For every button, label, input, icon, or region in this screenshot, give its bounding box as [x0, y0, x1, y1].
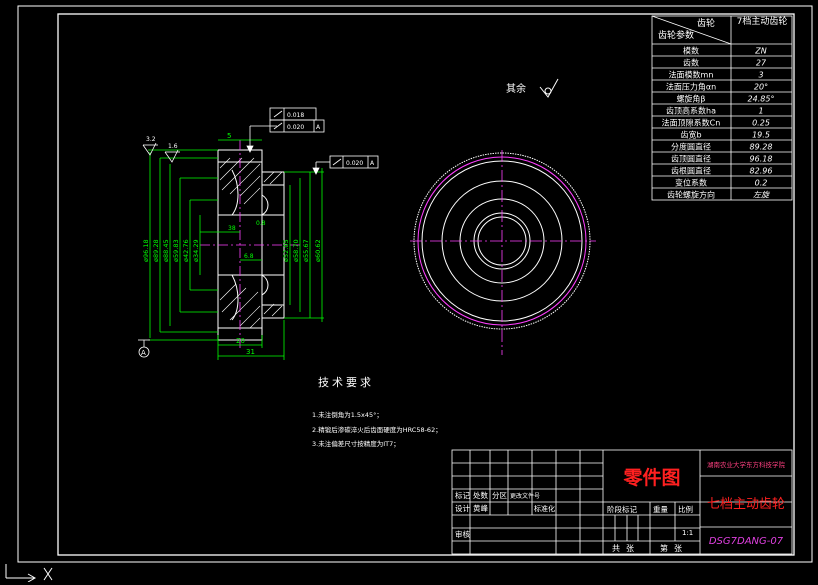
drawing-frame [17, 5, 813, 563]
section-centerline [200, 140, 300, 350]
inner-dim-2: 0.8 [256, 220, 266, 227]
title-block: 零件图 湖南农业大学东方科技学院 七档主动齿轮 DSG7DANG-07 标记 处… [451, 449, 793, 555]
inner-dim-3: 6.8 [244, 253, 254, 260]
param-label: 齿顶圆直径 [671, 154, 711, 164]
zone-label: 分区 [492, 491, 507, 500]
param-label: 齿根圆直径 [671, 166, 711, 176]
diameter-label-left: ø89.28 [152, 239, 160, 262]
tech-item-2: 2.精锻后渗碳淬火后齿面硬度为HRC58-62； [312, 425, 442, 434]
section-hatching [219, 157, 283, 329]
tech-requirements: 技术要求 1.未注倒角为1.5x45°； 2.精锻后渗碳淬火后齿面硬度为HRC5… [312, 376, 442, 448]
part-name: 七档主动齿轮 [707, 497, 785, 512]
param-header-mid: 齿轮 [697, 17, 715, 29]
param-value: 96.18 [750, 155, 773, 164]
ucs-axis-icon [5, 564, 53, 582]
dim-bottom-outer: 31 [246, 348, 255, 356]
total-sheets-label: 共张 [612, 544, 640, 553]
param-value: 0.2 [755, 179, 768, 188]
param-value: 27 [756, 59, 767, 68]
mark-label: 标记 [455, 490, 470, 500]
param-header-right: 7档主动齿轮 [737, 15, 788, 27]
roughness-symbol-icon [539, 78, 559, 98]
tech-item-1: 1.未注倒角为1.5x45°； [312, 410, 383, 419]
roughness-value-2: 1.6 [168, 143, 178, 150]
diameter-label-right: ø58.70 [292, 239, 300, 262]
param-value: ZN [754, 47, 766, 56]
gear-end-view [410, 150, 596, 355]
param-label: 齿轮螺旋方向 [667, 190, 715, 200]
diameter-label-left: ø96.18 [142, 239, 150, 262]
param-value: 24.85° [748, 95, 775, 104]
diameter-label-left: ø42.76 [182, 239, 190, 262]
param-value: 0.25 [752, 119, 770, 128]
param-label: 法面模数mn [669, 70, 714, 80]
design-label: 设计 [455, 503, 470, 513]
tech-item-3: 3.未注偏差尺寸按精度为IT7； [312, 439, 400, 448]
diameter-label-left: ø34.29 [192, 239, 200, 262]
inner-dim-1: 38 [228, 225, 236, 232]
param-label: 法面顶隙系数Cn [662, 118, 721, 128]
remaining-roughness-note: 其余 [506, 78, 559, 98]
param-label: 齿宽b [680, 130, 701, 140]
weight-label: 重量 [653, 505, 668, 514]
gdt-1a-value: 0.018 [287, 112, 304, 119]
change-doc-label: 更改文件号 [510, 492, 540, 500]
param-value: 89.28 [750, 143, 773, 152]
param-value: 82.96 [750, 167, 773, 176]
param-label: 螺旋角β [676, 94, 705, 104]
gear-parameter-table: 齿轮 齿轮参数 7档主动齿轮 模数 ZN 齿数 27 法面模数mn 3 法面压力角αn 20°… [651, 15, 793, 201]
stage-mark-label: 阶段标记 [607, 504, 637, 514]
section-dimension-lines [148, 139, 324, 360]
param-value: 1 [758, 107, 763, 116]
designer-name: 黄峰 [473, 503, 488, 513]
diameter-label-left: ø59.83 [172, 239, 180, 262]
param-value: 3 [758, 71, 763, 80]
review-label: 审核 [455, 529, 470, 539]
dim-top: 5 [227, 132, 231, 140]
diameter-label-right: ø55.67 [302, 239, 310, 262]
gdt-1b-value: 0.020 [287, 124, 304, 131]
scale-label: 比例 [678, 504, 693, 514]
param-label: 法面压力角αn [666, 82, 716, 92]
gdt-2-ref: A [370, 160, 375, 167]
diameter-label-right: ø60.62 [314, 239, 322, 262]
param-header-left: 齿轮参数 [658, 29, 694, 41]
dim-bottom-inner: 20 [236, 337, 245, 345]
diameter-label-right: ø52.05 [282, 239, 290, 262]
drawing-number: DSG7DANG-07 [709, 536, 784, 547]
scale-value: 1:1 [682, 529, 693, 537]
sheet-label: 第张 [660, 543, 688, 553]
remaining-text: 其余 [506, 82, 526, 95]
roughness-mark-left [142, 142, 180, 163]
param-label: 分度圆直径 [671, 142, 711, 152]
datum-symbol [138, 339, 150, 358]
datum-label: A [141, 349, 146, 357]
param-label: 齿顶高系数ha [666, 106, 716, 116]
param-value: 19.5 [752, 131, 770, 140]
roughness-value-1: 3.2 [146, 136, 156, 143]
count-label: 处数 [473, 490, 488, 500]
school-name: 湖南农业大学东方科技学院 [707, 460, 786, 469]
gdt-2-value: 0.020 [346, 160, 363, 167]
tech-requirements-title: 技术要求 [318, 376, 374, 389]
param-label: 齿数 [683, 58, 699, 68]
gdt-frame-2 [312, 155, 379, 175]
gdt-1b-ref: A [316, 124, 321, 131]
part-drawing-label: 零件图 [622, 466, 680, 489]
param-value: 左旋 [753, 191, 771, 200]
diameter-label-left: ø88.45 [162, 239, 170, 262]
param-label: 模数 [683, 46, 699, 56]
param-label: 变位系数 [675, 178, 707, 188]
param-value: 20° [754, 83, 768, 92]
standardize-label: 标准化 [534, 504, 555, 513]
gdt-frame-1 [246, 107, 325, 153]
